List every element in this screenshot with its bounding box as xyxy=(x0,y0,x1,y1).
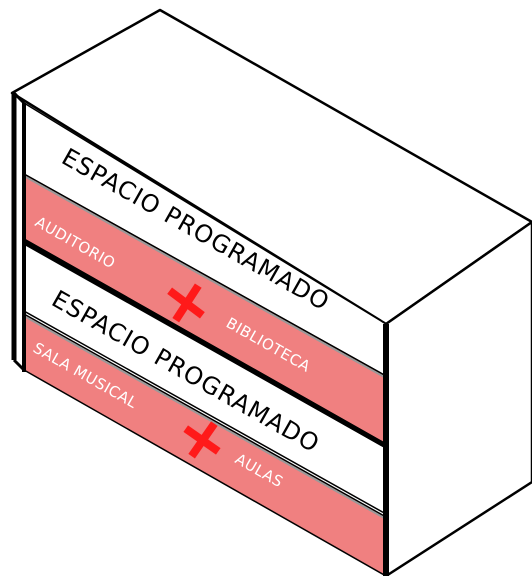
roof-face xyxy=(10,8,532,326)
slab-divider xyxy=(23,315,387,520)
red-x-icon xyxy=(183,421,221,459)
slab-divider xyxy=(23,175,387,379)
front-left-edge-cap xyxy=(12,91,26,105)
red-x-icon xyxy=(167,283,205,323)
level-separator xyxy=(22,238,388,449)
front-left-edge-foot xyxy=(12,358,26,372)
